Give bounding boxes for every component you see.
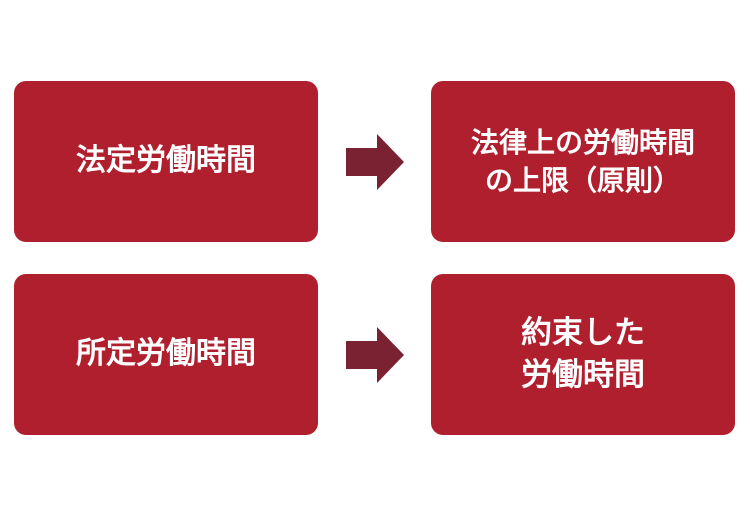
box-legal-upper-limit: 法律上の労働時間 の上限（原則）: [431, 81, 735, 242]
right-arrow-icon: [346, 134, 404, 190]
box-promised-working-hours-line1: 約束した: [521, 314, 645, 351]
box-promised-working-hours-line2: 労働時間: [521, 356, 645, 393]
box-prescribed-working-hours: 所定労働時間: [14, 274, 318, 435]
right-arrow-icon: [346, 327, 404, 383]
box-legal-upper-limit-line1: 法律上の労働時間: [470, 125, 695, 159]
box-legal-upper-limit-line2: の上限（原則）: [484, 163, 681, 197]
box-statutory-working-hours: 法定労働時間: [14, 81, 318, 242]
box-promised-working-hours: 約束した 労働時間: [431, 274, 735, 435]
box-prescribed-working-hours-label: 所定労働時間: [76, 336, 256, 372]
box-statutory-working-hours-label: 法定労働時間: [76, 143, 256, 179]
